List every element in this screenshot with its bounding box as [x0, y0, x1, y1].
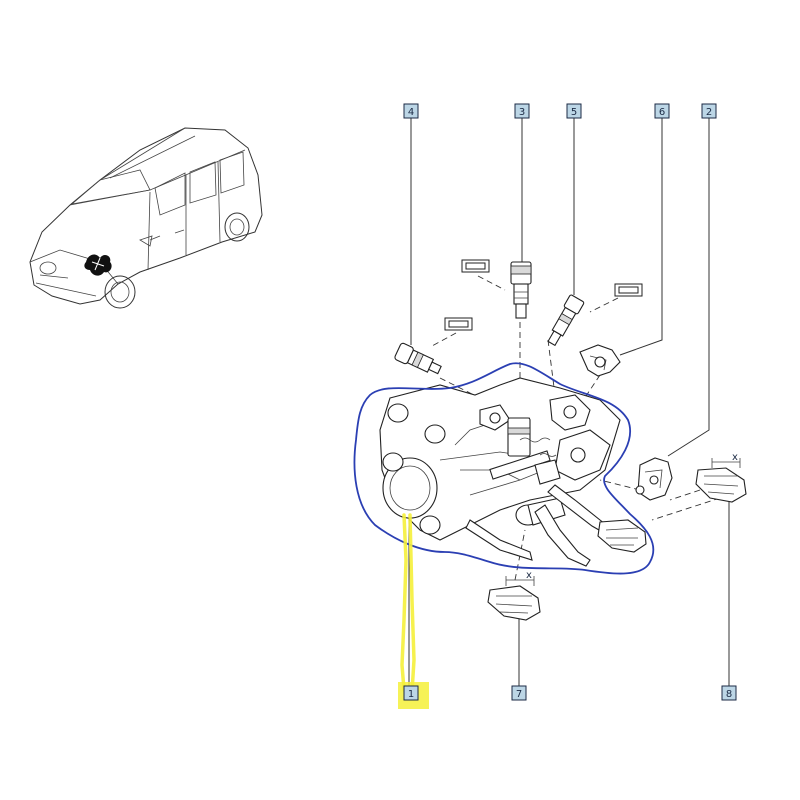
blue-outline-annotation: [353, 362, 655, 575]
connector-plate: [461, 259, 490, 273]
sensor-part-6: [579, 344, 621, 377]
yellow-highlight-annotation: [398, 513, 429, 709]
mounting-stud: [382, 403, 446, 535]
pedal-assembly: [379, 377, 647, 567]
callout-label: 3: [519, 107, 525, 118]
callout-label: 4: [408, 107, 414, 118]
callout-5: 5: [566, 103, 582, 119]
callout-label: 6: [659, 107, 665, 118]
pedal-pad-part-7: [487, 576, 541, 621]
callout-label: 7: [516, 689, 522, 700]
callout-6: 6: [654, 103, 670, 119]
callout-2: 2: [701, 103, 717, 119]
pedal-pad-part-8: [695, 458, 747, 503]
connector-plate: [444, 317, 473, 331]
vehicle-thumbnail: [29, 127, 263, 309]
switch-part-3: [510, 261, 532, 319]
callout-label: 8: [726, 689, 732, 700]
switch-part-5: [547, 294, 585, 347]
dimension-mark: x: [732, 452, 738, 463]
callout-1: 1: [403, 685, 419, 701]
callout-8: 8: [721, 685, 737, 701]
bracket-part-2: [635, 457, 673, 501]
location-marker: [84, 254, 112, 276]
dimension-mark: x: [526, 570, 532, 581]
callout-label: 2: [706, 107, 712, 118]
callout-label: 5: [571, 107, 577, 118]
leader-lines: [408, 118, 730, 686]
callout-label: 1: [408, 689, 414, 700]
callout-3: 3: [514, 103, 530, 119]
sensor-part-4: [394, 342, 442, 375]
connector-plate: [614, 283, 643, 297]
callout-7: 7: [511, 685, 527, 701]
callout-4: 4: [403, 103, 419, 119]
